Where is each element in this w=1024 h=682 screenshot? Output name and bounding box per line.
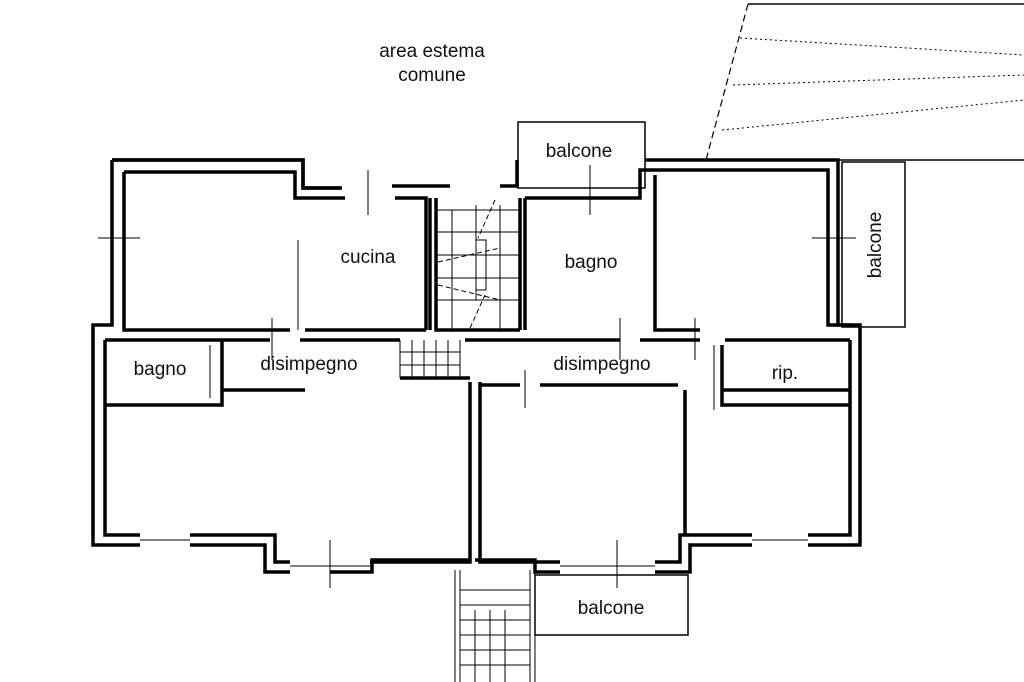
walls bbox=[91, 121, 906, 636]
room-label-disimpegno-left: disimpegno bbox=[260, 354, 358, 375]
outside-area-line2: comune bbox=[398, 65, 466, 86]
room-label-disimpegno-right: disimpegno bbox=[553, 354, 651, 375]
outside-area-lines bbox=[645, 3, 1024, 161]
room-label-balcone-bottom: balcone bbox=[577, 598, 645, 619]
outer-wall bbox=[112, 158, 340, 190]
balcone-top-outline bbox=[517, 121, 646, 189]
room-label-balcone-right: balcone bbox=[865, 211, 886, 279]
room-label-bagno-top: bagno bbox=[564, 252, 618, 273]
room-label-ripostiglio: rip. bbox=[771, 363, 799, 384]
inner-wall-path bbox=[103, 168, 852, 564]
room-label-cucina: cucina bbox=[340, 247, 396, 268]
room-label-bagno-left: bagno bbox=[133, 359, 187, 380]
partitions bbox=[105, 175, 850, 535]
room-label-balcone-top: balcone bbox=[545, 141, 613, 162]
outside-area-label: area estema comune bbox=[379, 40, 485, 88]
openings bbox=[98, 165, 856, 588]
outside-area-line1: area estema bbox=[379, 41, 485, 62]
balcone-right-outline bbox=[841, 161, 906, 328]
staircase bbox=[399, 199, 536, 682]
